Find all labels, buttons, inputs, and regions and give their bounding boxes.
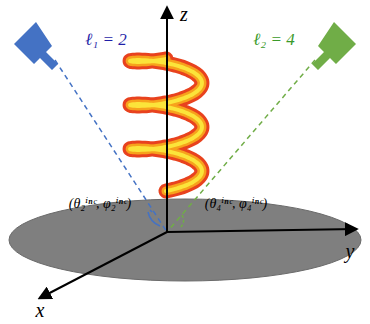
axis-label: x [36, 299, 45, 321]
axis-label: y [346, 240, 355, 262]
y-axis [167, 229, 356, 232]
axis-label: z [180, 3, 188, 25]
angle-arc [180, 215, 184, 228]
z-axis [166, 8, 168, 232]
mode-label: ℓ₁ = 2 [85, 31, 126, 50]
mode-label: ℓ₂ = 4 [253, 31, 294, 50]
angle-arc [150, 210, 152, 212]
horn-antenna [312, 22, 356, 70]
angle-label: (θ₄ⁱⁿᶜ, φ₄ⁱⁿᶜ) [205, 196, 268, 211]
horn-antenna [14, 22, 58, 70]
x-axis [40, 232, 167, 298]
angle-arc [148, 212, 160, 226]
angle-label: (θ₂ⁱⁿᶜ, φ₂ⁱⁿᶜ) [69, 196, 132, 211]
